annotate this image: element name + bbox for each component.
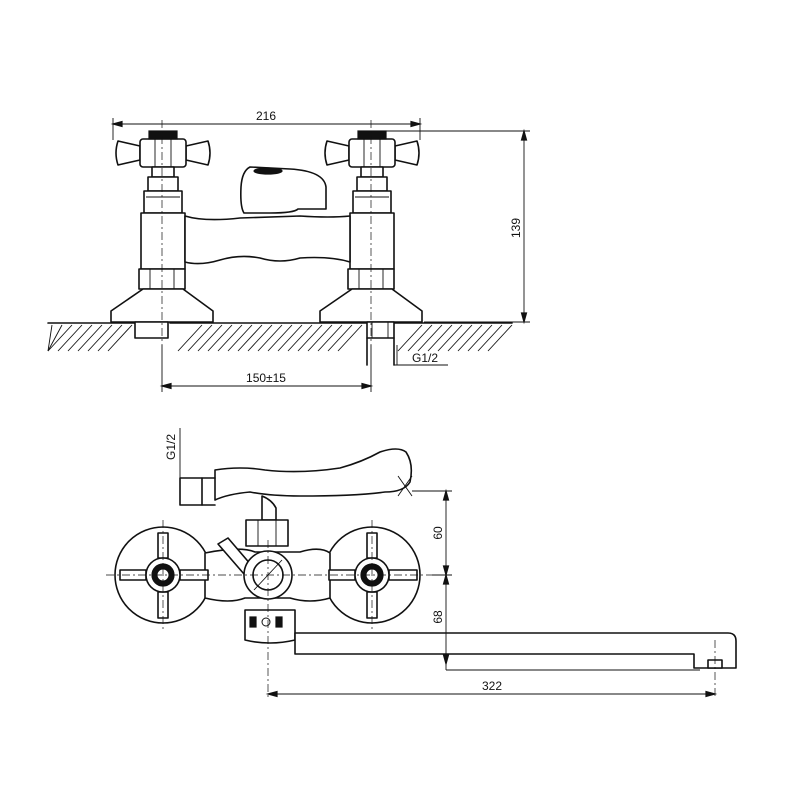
diverter-knob xyxy=(240,166,327,214)
dim-label-150: 150±15 xyxy=(246,371,286,385)
hatch-line xyxy=(87,324,113,352)
hatch-line xyxy=(107,324,133,352)
hatch-line xyxy=(197,324,223,352)
hatch-line xyxy=(427,324,453,352)
dim-150: 150±15 xyxy=(159,345,374,392)
dim-60-68: 60 68 xyxy=(412,488,700,671)
hatch-line xyxy=(47,324,73,352)
thread-label-front: G1/2 xyxy=(394,345,448,366)
hatch-line xyxy=(267,324,293,352)
hatch-line xyxy=(407,324,433,352)
hatch-line xyxy=(397,324,423,352)
front-view: 216 139 150±15 G1/2 xyxy=(47,109,530,392)
hatch-line xyxy=(307,324,333,352)
valve-bodies xyxy=(140,212,395,270)
dim-label-60: 60 xyxy=(431,526,445,540)
thread-label-top: G1/2 xyxy=(164,428,181,505)
hatch-line xyxy=(247,324,273,352)
hatch-line xyxy=(467,324,493,352)
hatch-line xyxy=(337,324,363,352)
inlet-pipes xyxy=(134,321,395,366)
hatch-line xyxy=(477,324,503,352)
left-cross-handle xyxy=(115,130,211,214)
hatch-line xyxy=(417,324,443,352)
hatch-line xyxy=(237,324,263,352)
hatch-line xyxy=(487,324,513,352)
hatch-line xyxy=(57,324,83,352)
hatch-line xyxy=(47,324,63,352)
hatch-line xyxy=(177,324,203,352)
connection-nuts xyxy=(138,268,395,290)
spout xyxy=(294,632,737,669)
hatch-line xyxy=(437,324,463,352)
hatch-line xyxy=(77,324,103,352)
hatch-line xyxy=(277,324,303,352)
dim-216: 216 xyxy=(110,109,423,140)
wall-flanges xyxy=(110,288,423,323)
thread-front-text: G1/2 xyxy=(412,351,438,365)
hatch-line xyxy=(257,324,283,352)
dim-322: 322 xyxy=(265,679,718,698)
body-bridge xyxy=(184,215,351,265)
hatch-line xyxy=(287,324,313,352)
dim-label-68: 68 xyxy=(431,610,445,624)
hatch-line xyxy=(187,324,213,352)
right-cross-handle xyxy=(324,130,420,214)
hatch-line xyxy=(317,324,343,352)
hatch-line xyxy=(457,324,483,352)
wall-hatch xyxy=(47,322,513,352)
dim-139: 139 xyxy=(380,128,530,325)
dim-label-139: 139 xyxy=(509,218,523,238)
top-view: G1/2 xyxy=(106,428,737,700)
dim-label-322: 322 xyxy=(482,679,502,693)
hatch-line xyxy=(327,324,353,352)
thread-top-text: G1/2 xyxy=(164,434,178,460)
top-nut xyxy=(245,519,289,547)
hatch-line xyxy=(97,324,123,352)
dim-label-216: 216 xyxy=(256,109,276,123)
hatch-line xyxy=(227,324,253,352)
lever-handle xyxy=(214,448,413,501)
hatch-line xyxy=(297,324,323,352)
hatch-line xyxy=(207,324,233,352)
hatch-line xyxy=(217,324,243,352)
hatch-line xyxy=(47,324,53,352)
hatch-line xyxy=(67,324,93,352)
hatch-line xyxy=(447,324,473,352)
